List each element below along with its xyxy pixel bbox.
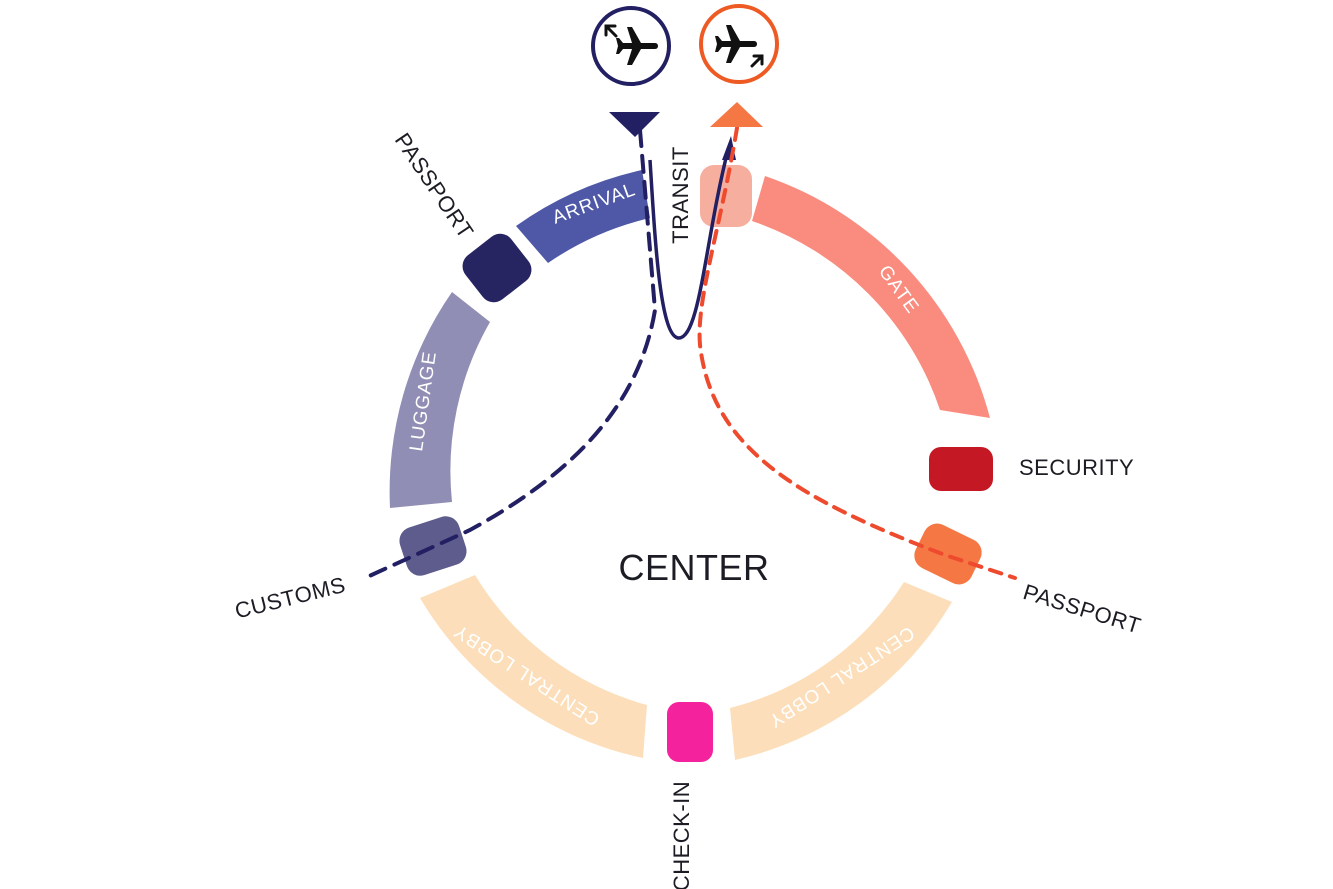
arrival-segment <box>516 170 650 263</box>
security-checkpoint <box>929 447 993 491</box>
departure-route <box>697 126 1017 580</box>
checkin-label: CHECK-IN <box>669 781 694 889</box>
central-lobby-left-label: CENTRAL LOBBY <box>450 620 604 730</box>
arrival-route <box>363 128 658 580</box>
transit-route <box>648 149 730 340</box>
departure-marker <box>710 102 763 127</box>
passport-checkpoint-top <box>462 233 532 303</box>
passport-right-label: PASSPORT <box>1020 579 1144 639</box>
security-label: SECURITY <box>1019 455 1134 480</box>
arrival-marker <box>609 112 660 137</box>
central-lobby-left-segment <box>420 575 647 758</box>
center-label: CENTER <box>618 547 769 588</box>
passport-checkpoint-right <box>914 523 982 585</box>
central-lobby-right-segment <box>730 582 952 760</box>
gate-segment <box>752 176 990 418</box>
luggage-segment <box>389 292 490 508</box>
customs-label: CUSTOMS <box>232 572 348 624</box>
airplane-arrival-icon <box>591 6 671 86</box>
passport-top-label: PASSPORT <box>390 128 479 243</box>
checkin-checkpoint <box>667 702 713 762</box>
airplane-departure-icon <box>699 4 779 84</box>
transit-label: TRANSIT <box>668 146 693 244</box>
